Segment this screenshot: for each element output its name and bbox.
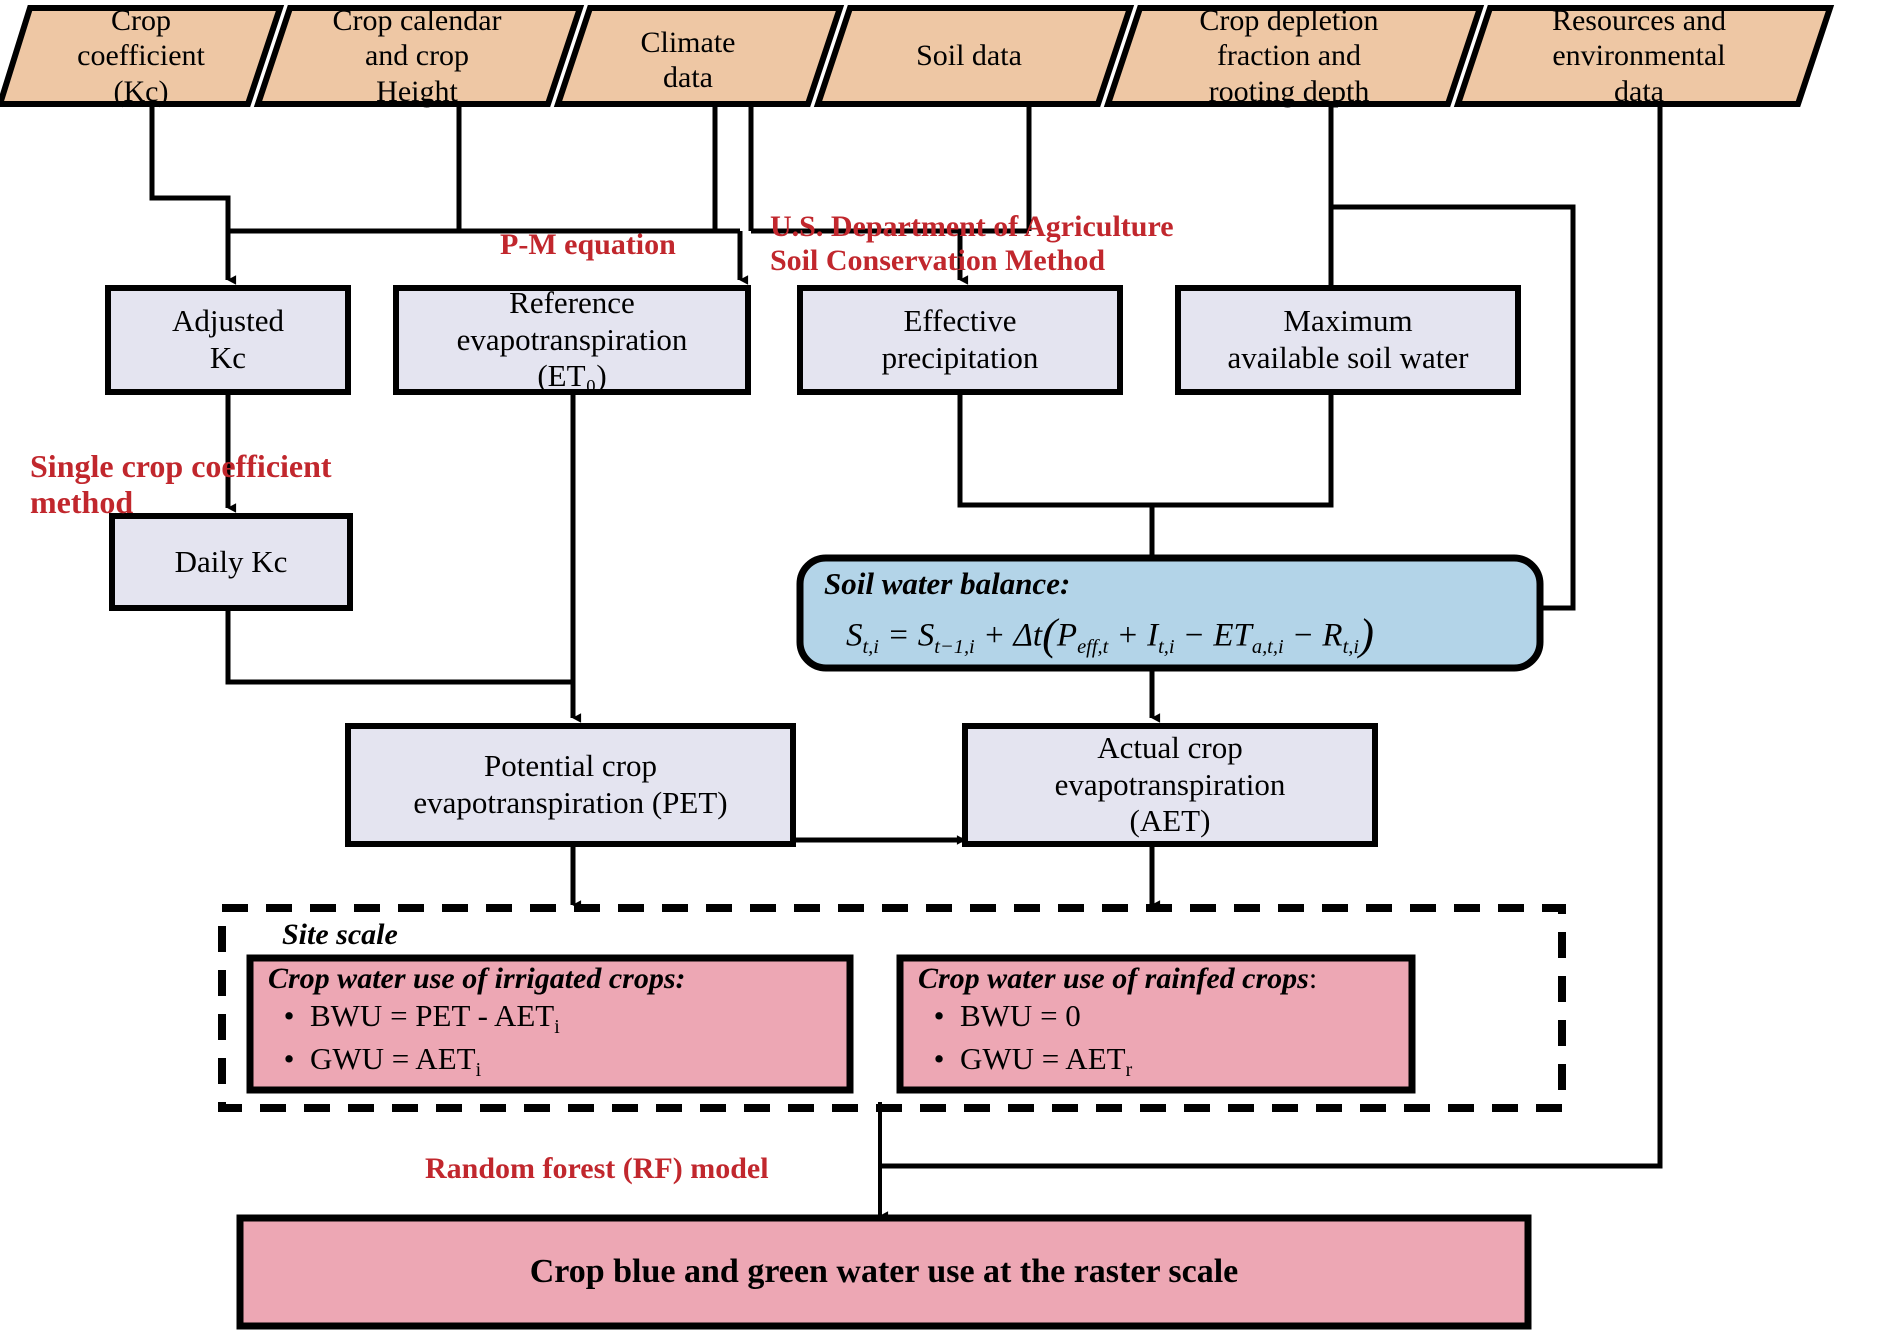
eq-t5-sub: t,i bbox=[1342, 636, 1360, 659]
shape-site-scale-boundary bbox=[218, 904, 1566, 1112]
eq-equals: = bbox=[887, 617, 910, 654]
red-label-usda-method: U.S. Department of Agriculture Soil Cons… bbox=[770, 210, 1174, 278]
irrigated-bullet-1-text: BWU = PET - AET bbox=[310, 998, 555, 1033]
shape-soil-water-balance[interactable] bbox=[796, 554, 1544, 672]
rainfed-bullet-1: • BWU = 0 bbox=[918, 998, 1418, 1039]
eq-minus2: − bbox=[1291, 617, 1315, 654]
eq-t5-base: R bbox=[1322, 617, 1343, 654]
irrigated-bullet-2-text: GWU = AET bbox=[310, 1041, 476, 1077]
connector-depletion-to-balance bbox=[1267, 204, 1576, 613]
single-crop-coefficient-line2: method bbox=[30, 484, 134, 521]
irrigated-bullet-1-sub: i bbox=[554, 1016, 560, 1039]
rainfed-heading: Crop water use of rainfed crops: bbox=[918, 962, 1418, 996]
input-shapes bbox=[0, 5, 1835, 107]
shape-actual-et[interactable] bbox=[962, 723, 1378, 847]
shape-potential-et[interactable] bbox=[345, 723, 796, 847]
eq-t1-sub: t−1,i bbox=[934, 636, 975, 659]
eq-minus1: − bbox=[1182, 617, 1206, 654]
rainfed-bullet-1-text: BWU = 0 bbox=[960, 998, 1081, 1033]
shape-daily-kc[interactable] bbox=[109, 513, 353, 611]
soil-water-balance-equation: St,i = St−1,i + Δt(Peff,t + It,i − ETa,t… bbox=[846, 608, 1524, 660]
shape-irrigated-crops[interactable] bbox=[246, 954, 854, 1094]
irrigated-bullet-2-sub: i bbox=[475, 1059, 482, 1082]
shape-crop-depletion[interactable] bbox=[1103, 5, 1485, 107]
shape-max-available-soil-water[interactable] bbox=[1175, 285, 1521, 395]
shape-resources-environmental[interactable] bbox=[1453, 5, 1835, 107]
shape-reference-et[interactable] bbox=[393, 285, 751, 395]
eq-t2-base: P bbox=[1056, 617, 1078, 654]
connector-dailykc-to-pet bbox=[225, 608, 582, 723]
shape-crop-calendar[interactable] bbox=[253, 5, 585, 107]
rainfed-bullet-2-text: GWU = AET bbox=[960, 1041, 1126, 1077]
eq-open-paren: ( bbox=[1042, 609, 1057, 659]
eq-t2-sub: eff,t bbox=[1077, 636, 1109, 659]
bullet-icon: • bbox=[283, 1041, 295, 1077]
eq-lhs-base: S bbox=[846, 617, 863, 654]
pm-equation-text: P-M equation bbox=[500, 228, 676, 261]
shape-effective-precipitation[interactable] bbox=[797, 285, 1123, 395]
shape-rainfed-crops[interactable] bbox=[896, 954, 1416, 1094]
connector-kc-to-adjusted-kc bbox=[149, 104, 237, 285]
eq-t4-sub: a,t,i bbox=[1251, 636, 1284, 659]
shape-raster-scale-output[interactable] bbox=[236, 1214, 1532, 1330]
rainfed-crops-content: Crop water use of rainfed crops: • BWU = … bbox=[918, 962, 1418, 1082]
connector-maxwater-join bbox=[1152, 392, 1334, 508]
site-scale-label: Site scale bbox=[282, 918, 398, 952]
process-shapes bbox=[105, 285, 1521, 847]
eq-t4-base: ET bbox=[1213, 617, 1252, 654]
connector-group bbox=[149, 104, 1663, 1221]
usda-method-line1: U.S. Department of Agriculture bbox=[770, 210, 1174, 243]
bullet-icon: • bbox=[283, 998, 295, 1033]
eq-plus2: + bbox=[1116, 617, 1139, 654]
irrigated-bullet-1: • BWU = PET - AETi bbox=[268, 998, 848, 1039]
single-crop-coefficient-line1: Single crop coefficient bbox=[30, 448, 332, 484]
shape-adjusted-kc[interactable] bbox=[105, 285, 351, 395]
red-label-random-forest: Random forest (RF) model bbox=[425, 1152, 769, 1186]
red-label-pm-equation: P-M equation bbox=[500, 228, 676, 262]
connector-effprecip-join bbox=[957, 392, 1152, 508]
irrigated-bullet-2: • GWU = AETi bbox=[268, 1041, 848, 1082]
eq-t3-sub: t,i bbox=[1158, 636, 1175, 659]
random-forest-text: Random forest (RF) model bbox=[425, 1152, 769, 1185]
soil-water-balance-title: Soil water balance: bbox=[824, 566, 1071, 601]
eq-close-paren: ) bbox=[1359, 609, 1374, 659]
connector-resources-to-rf bbox=[880, 104, 1663, 1169]
shape-soil-data[interactable] bbox=[813, 5, 1135, 107]
eq-dt: Δt bbox=[1013, 617, 1043, 654]
usda-method-line2: Soil Conservation Method bbox=[770, 244, 1106, 278]
shape-climate-data[interactable] bbox=[553, 5, 845, 107]
red-label-single-crop-coefficient: Single crop coefficient method bbox=[30, 448, 332, 521]
eq-lhs-sub: t,i bbox=[862, 636, 879, 659]
shape-crop-coefficient[interactable] bbox=[0, 5, 285, 107]
site-scale-label-text: Site scale bbox=[282, 918, 398, 951]
bullet-icon: • bbox=[933, 998, 945, 1033]
rainfed-bullet-2: • GWU = AETr bbox=[918, 1041, 1418, 1082]
eq-t1-base: S bbox=[917, 617, 935, 654]
rainfed-bullet-2-sub: r bbox=[1125, 1059, 1133, 1082]
rainfed-heading-suffix: : bbox=[1308, 962, 1318, 995]
eq-plus1: + bbox=[982, 617, 1006, 654]
irrigated-crops-content: Crop water use of irrigated crops: • BWU … bbox=[268, 962, 848, 1082]
rainfed-heading-text: Crop water use of rainfed crops bbox=[918, 962, 1309, 995]
bullet-icon: • bbox=[933, 1041, 945, 1077]
soil-water-balance-content: Soil water balance: St,i = St−1,i + Δt(P… bbox=[824, 566, 1524, 660]
irrigated-heading: Crop water use of irrigated crops: bbox=[268, 962, 686, 995]
eq-t3-base: I bbox=[1147, 617, 1159, 654]
